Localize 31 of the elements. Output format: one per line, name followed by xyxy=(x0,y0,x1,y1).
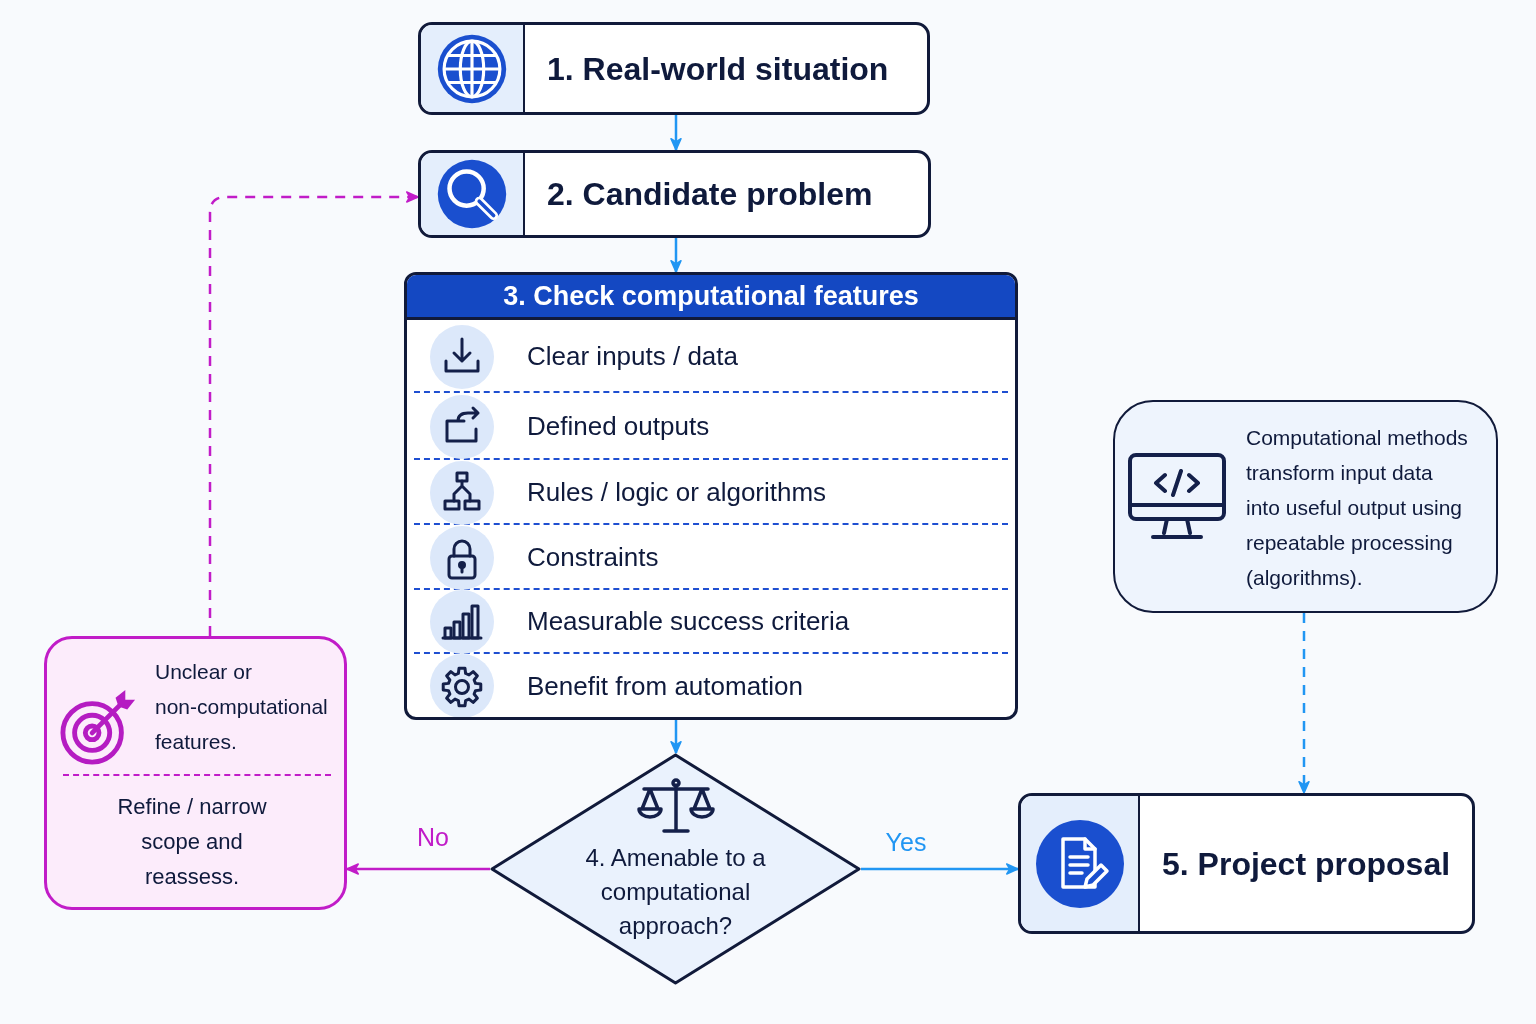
checklist-row xyxy=(414,590,1008,654)
checklist-row xyxy=(414,460,1008,525)
step-title: 1. Real-world situation xyxy=(547,50,890,87)
heading-bar: 3. Check computational features xyxy=(407,275,1015,320)
arrow xyxy=(346,863,490,875)
arrow xyxy=(670,720,682,754)
arrow xyxy=(670,238,682,273)
process-box xyxy=(418,150,931,238)
process-box xyxy=(1018,793,1475,934)
checklist-row xyxy=(414,525,1008,590)
feedback-box xyxy=(44,636,347,910)
row-label: Measurable success criteria xyxy=(527,605,850,637)
checklist-box xyxy=(404,272,1018,720)
note-text: Refine / narrow scope and reassess. xyxy=(116,793,268,891)
row-label: Constraints xyxy=(527,541,659,572)
row-label: Defined outputs xyxy=(527,410,710,441)
note-text: Unclear or non-computational features. xyxy=(155,659,329,755)
row-label: Benefit from automation xyxy=(527,670,804,701)
dashed-arrow xyxy=(208,191,419,636)
process-box xyxy=(418,22,930,115)
step-title: 2. Candidate problem xyxy=(547,175,874,213)
step-title: 5. Project proposal xyxy=(1162,845,1452,882)
arrow xyxy=(861,863,1019,875)
checklist-row xyxy=(414,393,1008,460)
decision-text: 4. Amenable to a computational approach? xyxy=(584,843,767,941)
row-label: Rules / logic or algorithms xyxy=(527,476,827,507)
row-label: Clear inputs / data xyxy=(527,340,738,371)
note-text: Computational methods transform input data into useful output using repeatable processing (algorithms). xyxy=(1246,425,1469,591)
dashed-arrow xyxy=(1298,613,1310,794)
info-box xyxy=(1113,400,1498,613)
arrow xyxy=(670,115,682,151)
